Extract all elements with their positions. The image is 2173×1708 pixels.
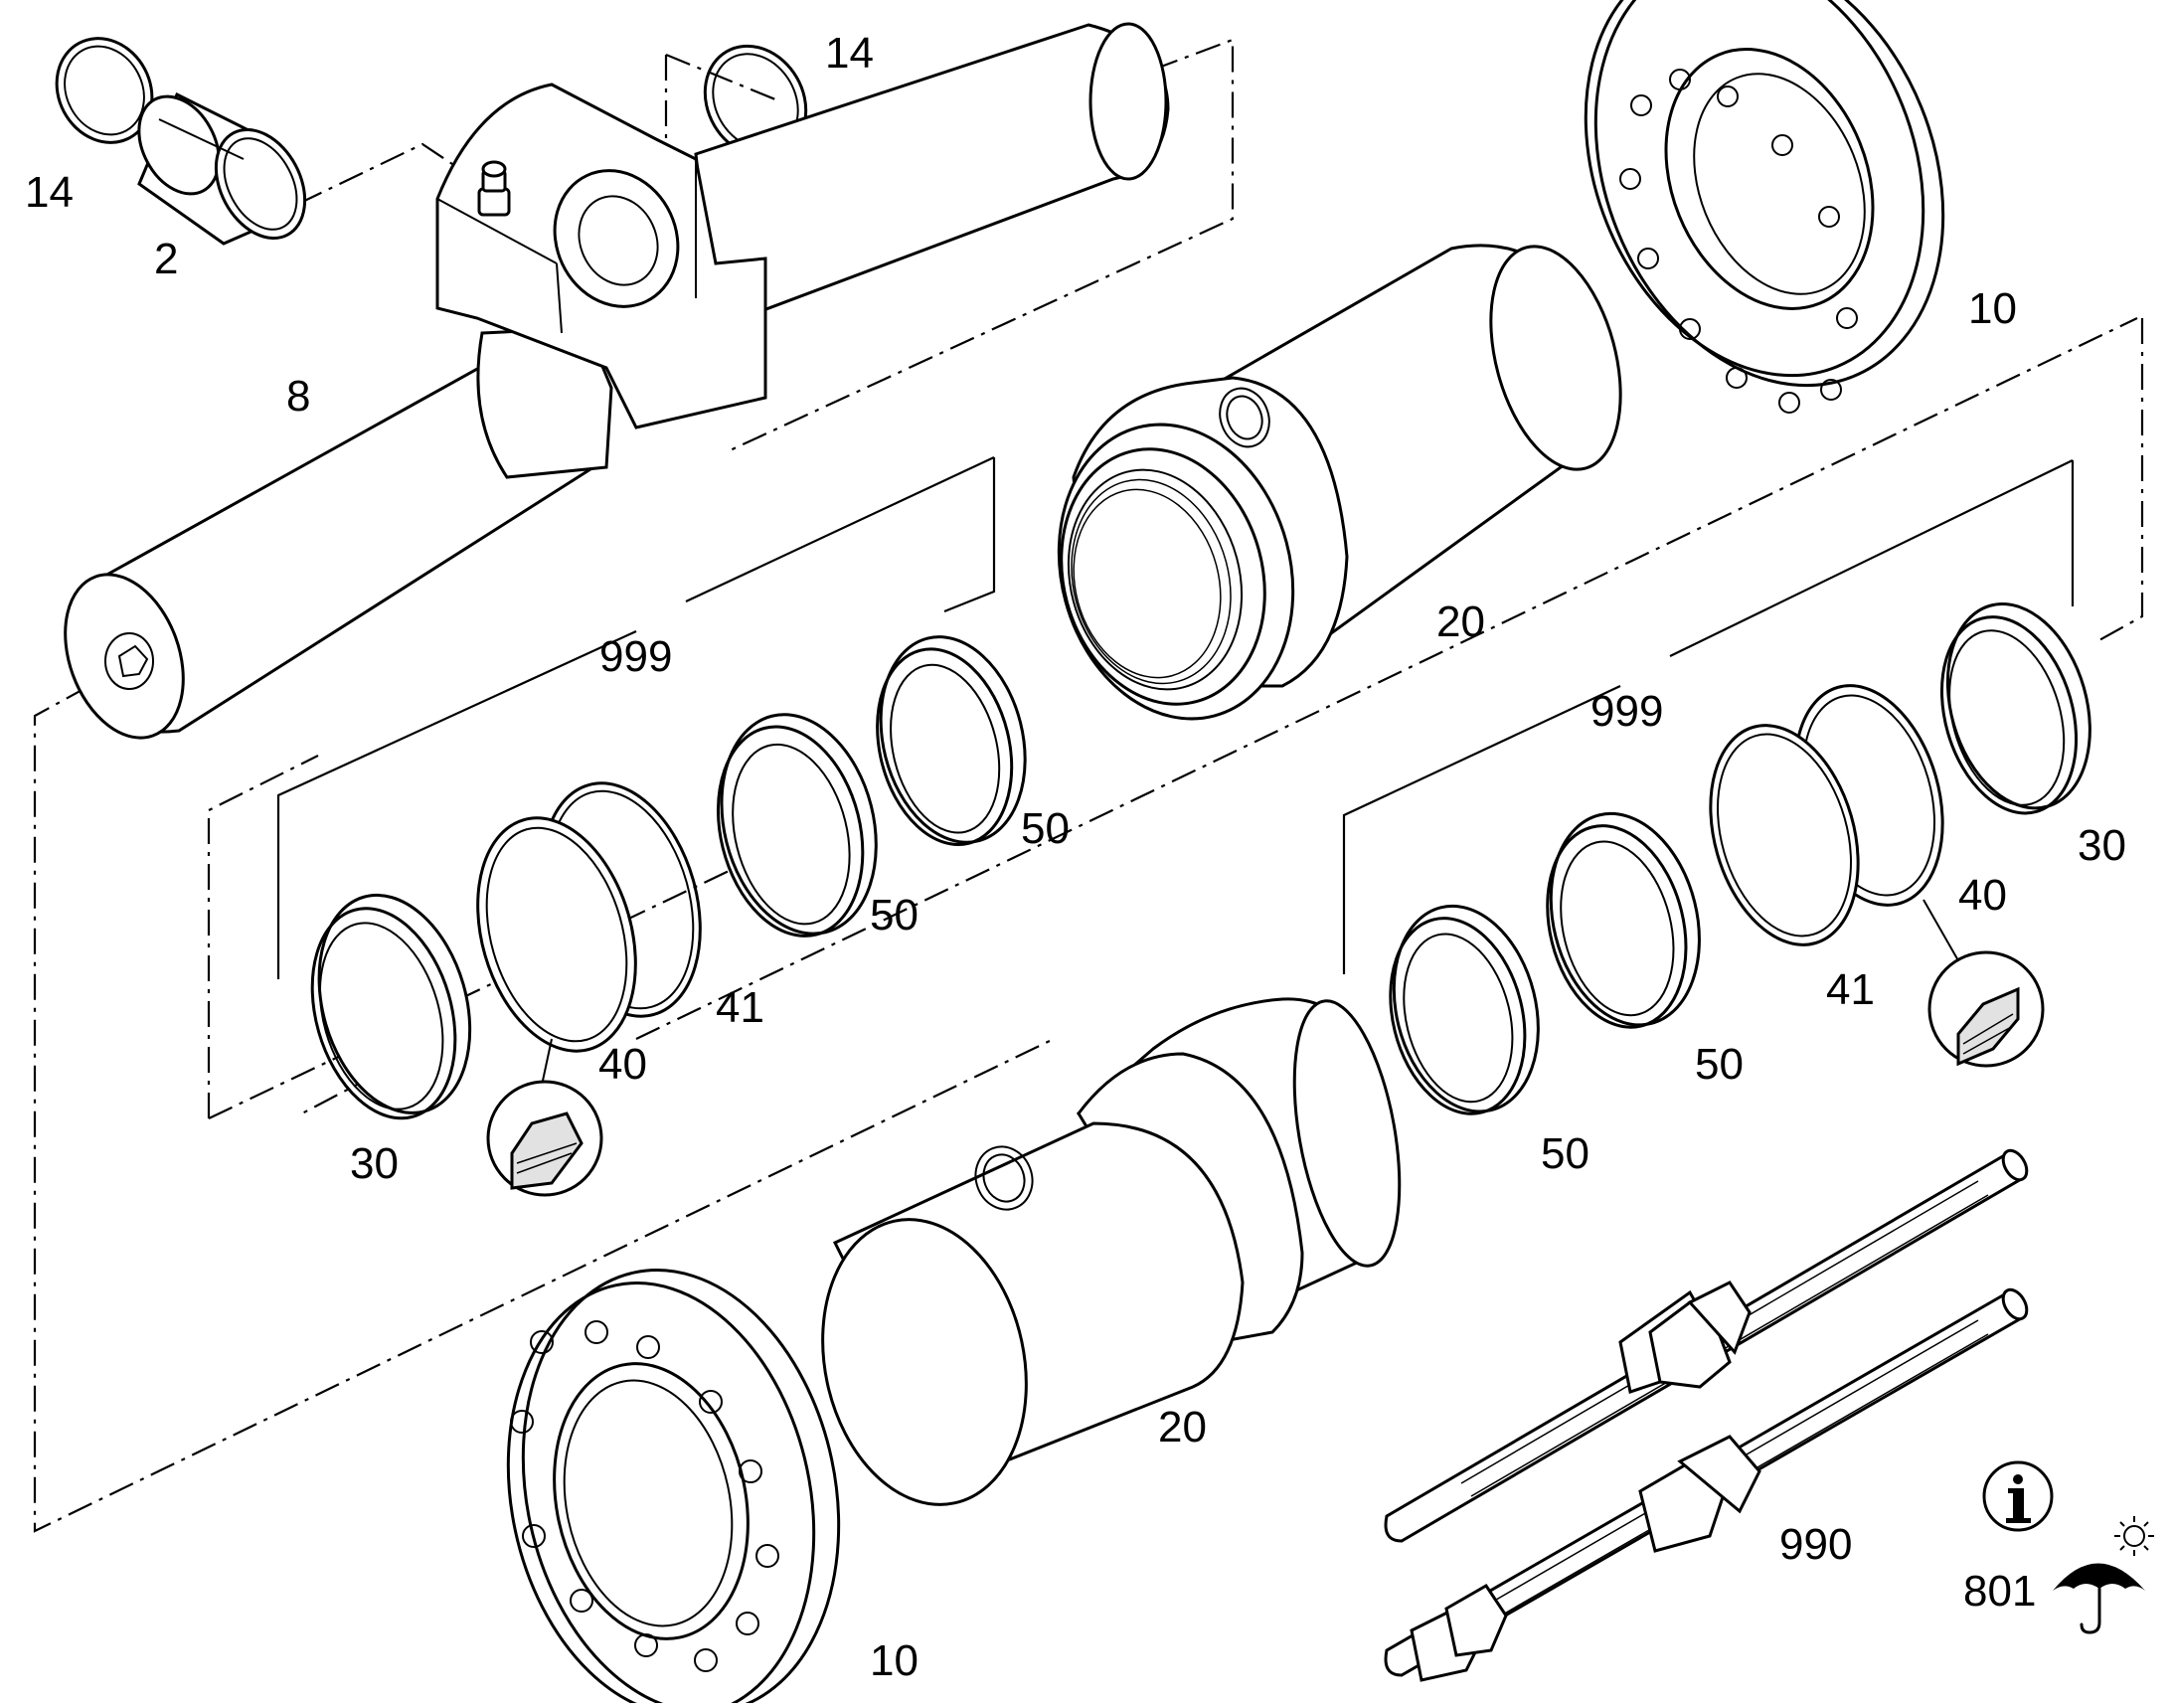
- callout-41-right: 41: [1826, 965, 1875, 1014]
- flange-10-top-bolt-holes: [1619, 69, 1858, 414]
- callout-999-right: 999: [1590, 687, 1663, 736]
- flange-10-bottom-bolt-holes: [510, 1320, 779, 1672]
- piston-rod-8: [64, 22, 1170, 740]
- callout-990: 990: [1779, 1520, 1852, 1569]
- callout-801: 801: [1963, 1567, 2036, 1616]
- tierod-990-lower: [1384, 1287, 2029, 1682]
- callout-50-a: 50: [1021, 804, 1070, 853]
- callout-20-bottom: 20: [1158, 1403, 1207, 1452]
- flange-10-top: [1584, 0, 1945, 414]
- callout-30-left: 30: [350, 1139, 399, 1188]
- seal-profile-detail-left: [486, 1038, 603, 1197]
- callout-8: 8: [286, 372, 310, 421]
- callout-2: 2: [154, 235, 178, 283]
- ring-50-b: [716, 713, 878, 938]
- callout-40-left: 40: [598, 1040, 647, 1089]
- tierod-990-upper: [1384, 1148, 2029, 1543]
- guide-20-bottom: [821, 997, 1402, 1506]
- sun-icon: [2114, 1516, 2154, 1556]
- callout-14-left: 14: [25, 168, 74, 217]
- flange-10-bottom: [506, 1269, 841, 1708]
- kit-bracket-right: [1342, 459, 2075, 974]
- umbrella-icon: [2053, 1563, 2145, 1634]
- wiper-30-left: [310, 893, 472, 1120]
- callout-40-right: 40: [1958, 871, 2007, 920]
- ring-50-d: [1389, 904, 1540, 1115]
- ring-50-a: [876, 635, 1027, 847]
- callout-41-left: 41: [716, 983, 764, 1032]
- callout-14-right: 14: [825, 29, 874, 78]
- bushing-2: [137, 91, 307, 246]
- seal-profile-detail-right: [1922, 899, 2045, 1068]
- kit-bracket-left: [276, 456, 996, 979]
- seal-ring-14-left: [55, 37, 154, 144]
- callout-10-bottom: 10: [870, 1636, 919, 1685]
- callout-50-d: 50: [1541, 1129, 1589, 1178]
- ring-50-c: [1546, 811, 1701, 1029]
- callout-20-top: 20: [1436, 598, 1485, 646]
- callout-50-c: 50: [1695, 1040, 1744, 1089]
- callout-50-b: 50: [870, 891, 919, 939]
- ring-40-left: [476, 816, 637, 1053]
- ring-41-right: [1709, 724, 1860, 946]
- wiper-30-right: [1939, 602, 2091, 815]
- guide-20-top: [1057, 244, 1622, 721]
- callout-labels: 14 2 14 8 10 20 999 999 50 50 41 40 30 3…: [25, 29, 2126, 1685]
- callout-10-top: 10: [1968, 284, 2017, 333]
- info-icon: [1982, 1460, 2054, 1532]
- callout-30-right: 30: [2078, 821, 2126, 870]
- callout-999-left: 999: [599, 632, 672, 681]
